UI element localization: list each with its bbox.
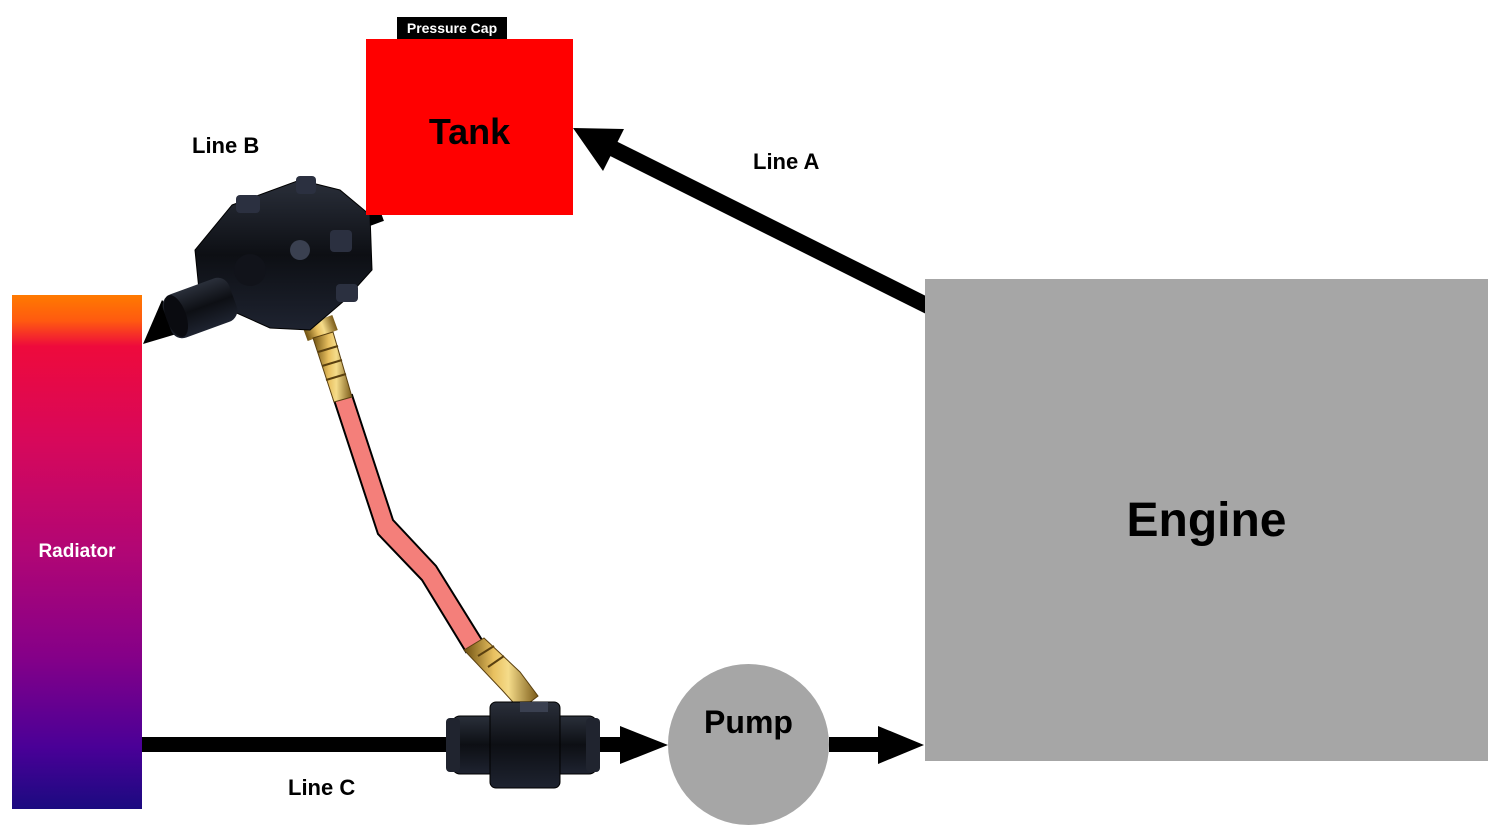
thermostat-housing-icon (162, 176, 373, 339)
engine-label: Engine (1126, 493, 1287, 547)
brass-fitting-lower-icon (463, 637, 539, 711)
pump-label: Pump (704, 704, 793, 740)
bleed-hose (332, 393, 484, 654)
line-b-label: Line B (192, 133, 260, 158)
pump: Pump (668, 664, 829, 825)
line-c-label: Line C (288, 775, 356, 800)
pump-to-engine-arrow (829, 726, 924, 764)
tank-label: Tank (428, 111, 511, 152)
line-a-arrow (573, 128, 944, 320)
pressure-cap: Pressure Cap (397, 17, 507, 39)
tank: Tank (366, 39, 573, 215)
brass-fitting-icon (302, 315, 353, 403)
line-a-label: Line A (753, 149, 820, 174)
engine: Engine (925, 279, 1488, 761)
radiator: Radiator (12, 295, 142, 809)
pressure-cap-label: Pressure Cap (406, 20, 498, 36)
radiator-label: Radiator (38, 541, 116, 562)
inline-hose-adapter-icon (446, 701, 600, 789)
